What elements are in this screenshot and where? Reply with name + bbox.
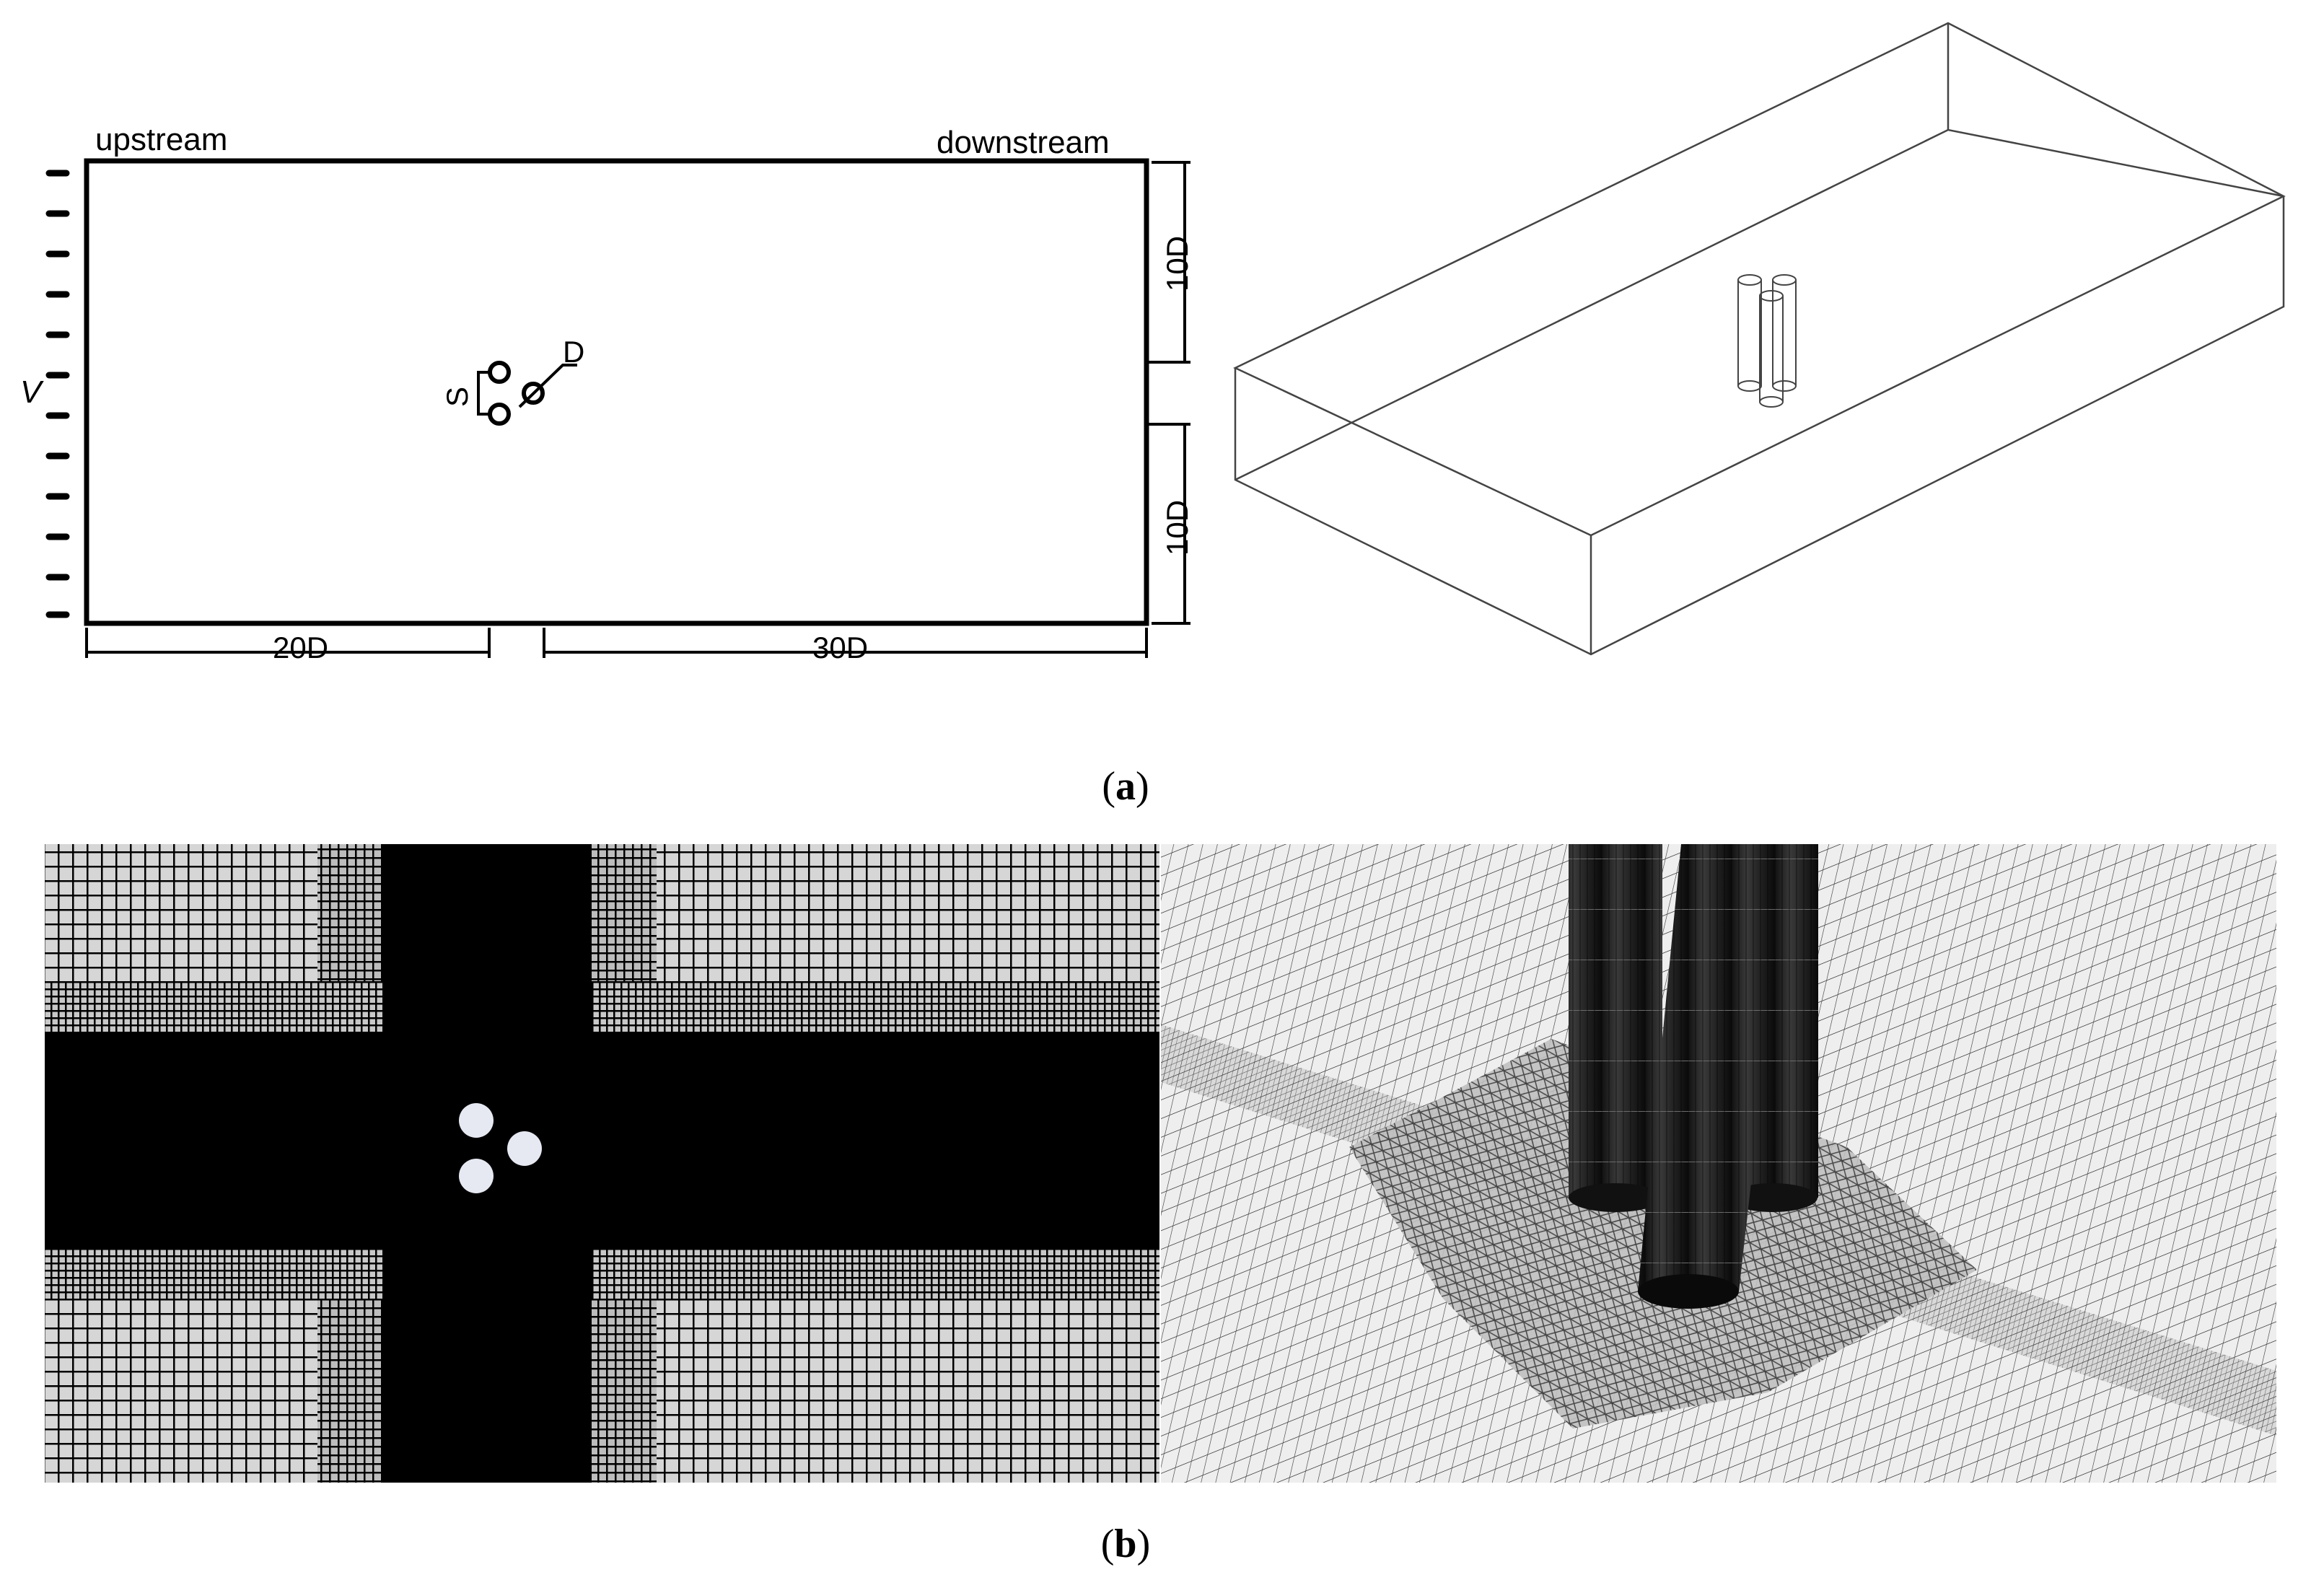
velocity-label: V bbox=[20, 374, 44, 410]
mesh-cylinder-bottom bbox=[459, 1159, 494, 1193]
domain-boundary bbox=[84, 158, 1149, 626]
cylinder-top bbox=[488, 361, 511, 384]
mesh-cylinder-top bbox=[459, 1103, 494, 1138]
box-top-face bbox=[1233, 22, 2286, 537]
panel-b-2d-mesh bbox=[45, 844, 1159, 1483]
length-dimension bbox=[85, 628, 1148, 658]
upstream-label: upstream bbox=[95, 122, 227, 157]
caption-a: (a) bbox=[1102, 764, 1149, 809]
diameter-marker bbox=[518, 364, 577, 408]
downstream-length-label: 30D bbox=[812, 631, 868, 664]
mesh-cylinders bbox=[1569, 844, 1818, 1309]
refined-horizontal-band bbox=[45, 1032, 1159, 1248]
spacing-label: S bbox=[440, 387, 474, 407]
cylinder-group bbox=[488, 361, 545, 426]
panel-a-3d-domain bbox=[1233, 22, 2286, 656]
height-dimension bbox=[1149, 161, 1190, 625]
inflow-velocity-arrows bbox=[45, 170, 70, 618]
panel-a-schematic: upstream downstream V S bbox=[20, 122, 1194, 664]
panel-b-3d-mesh bbox=[1161, 844, 2276, 1483]
cylinder-right bbox=[522, 382, 545, 405]
spacing-marker bbox=[477, 371, 489, 416]
box-front bbox=[1234, 196, 2285, 656]
box-cylinders bbox=[1737, 274, 1797, 408]
mesh-cylinder-right bbox=[507, 1131, 542, 1166]
height-top-label: 10D bbox=[1160, 236, 1194, 291]
downstream-label: downstream bbox=[937, 125, 1110, 160]
diameter-label: D bbox=[563, 335, 584, 369]
caption-b: (b) bbox=[1101, 1522, 1150, 1566]
height-bottom-label: 10D bbox=[1160, 500, 1194, 556]
cylinder-bottom bbox=[488, 403, 511, 426]
upstream-length-label: 20D bbox=[273, 631, 328, 664]
